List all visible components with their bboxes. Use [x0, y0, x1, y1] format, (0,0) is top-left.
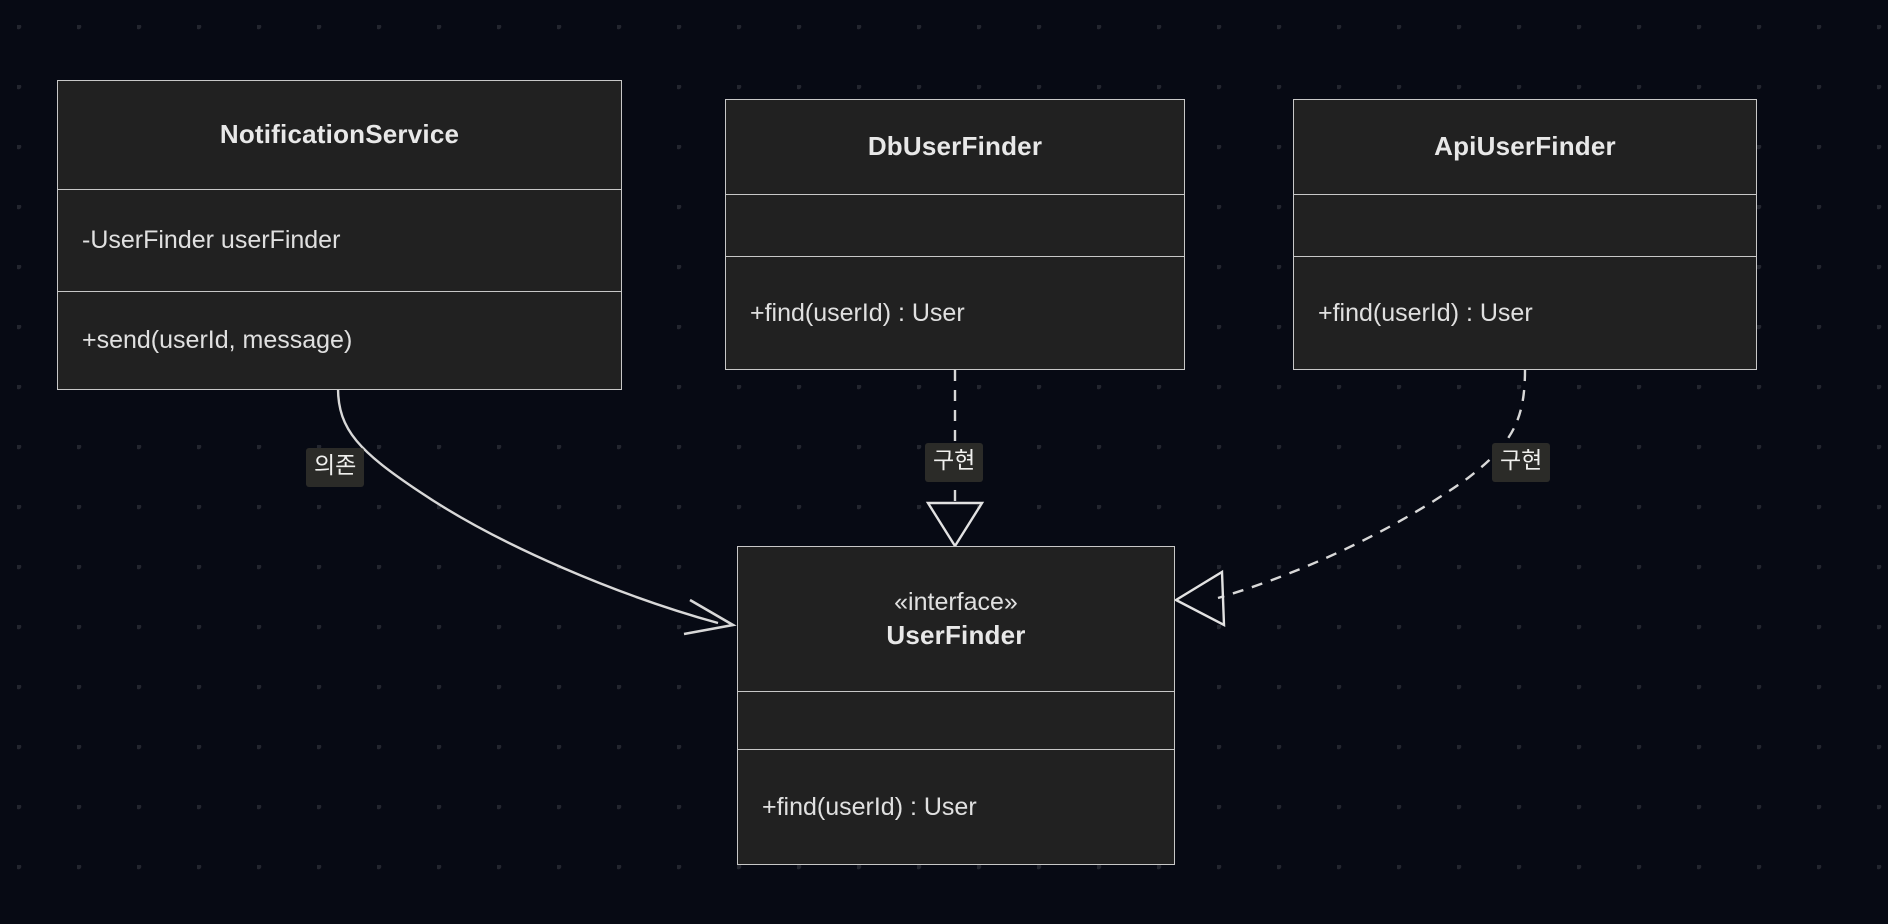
class-box-apiuserfinder[interactable]: ApiUserFinder +find(userId) : User — [1293, 99, 1757, 370]
class-box-userfinder-interface[interactable]: «interface» UserFinder +find(userId) : U… — [737, 546, 1175, 865]
realization-arrowhead-triangle-api — [1173, 569, 1226, 628]
class-header-dbuserfinder: DbUserFinder — [726, 100, 1184, 194]
class-method: +send(userId, message) — [82, 326, 353, 355]
class-header-userfinder: «interface» UserFinder — [738, 547, 1174, 691]
class-name-apiuserfinder: ApiUserFinder — [1434, 131, 1616, 162]
class-box-dbuserfinder[interactable]: DbUserFinder +find(userId) : User — [725, 99, 1185, 370]
edge-label-realization-api: 구현 — [1492, 443, 1551, 482]
class-method: +find(userId) : User — [750, 298, 965, 327]
dependency-edge-notificationservice-userfinder — [336, 387, 719, 625]
class-header-apiuserfinder: ApiUserFinder — [1294, 100, 1756, 194]
realization-arrowhead-triangle-db — [925, 501, 985, 549]
class-methods-notificationservice: +send(userId, message) — [58, 291, 621, 389]
class-method: +find(userId) : User — [1318, 298, 1533, 327]
class-attributes-notificationservice: -UserFinder userFinder — [58, 189, 621, 291]
edge-label-realization-db: 구현 — [925, 443, 984, 482]
class-attributes-dbuserfinder — [726, 194, 1184, 256]
class-methods-dbuserfinder: +find(userId) : User — [726, 256, 1184, 369]
class-name-userfinder: UserFinder — [886, 619, 1026, 650]
class-stereotype-interface: «interface» — [894, 588, 1018, 617]
class-method: +find(userId) : User — [762, 792, 977, 821]
class-methods-apiuserfinder: +find(userId) : User — [1294, 256, 1756, 369]
class-attribute: -UserFinder userFinder — [82, 226, 341, 255]
class-methods-userfinder: +find(userId) : User — [738, 749, 1174, 864]
realization-edge-apiuserfinder-userfinder — [1217, 369, 1527, 600]
dependency-arrowhead-open — [683, 598, 737, 636]
class-attributes-userfinder — [738, 691, 1174, 749]
class-attributes-apiuserfinder — [1294, 194, 1756, 256]
class-header-notificationservice: NotificationService — [58, 81, 621, 189]
edge-label-dependency: 의존 — [306, 448, 365, 487]
class-name-dbuserfinder: DbUserFinder — [867, 131, 1043, 162]
class-box-notificationservice[interactable]: NotificationService -UserFinder userFind… — [57, 80, 622, 390]
class-name-notificationservice: NotificationService — [219, 119, 460, 150]
